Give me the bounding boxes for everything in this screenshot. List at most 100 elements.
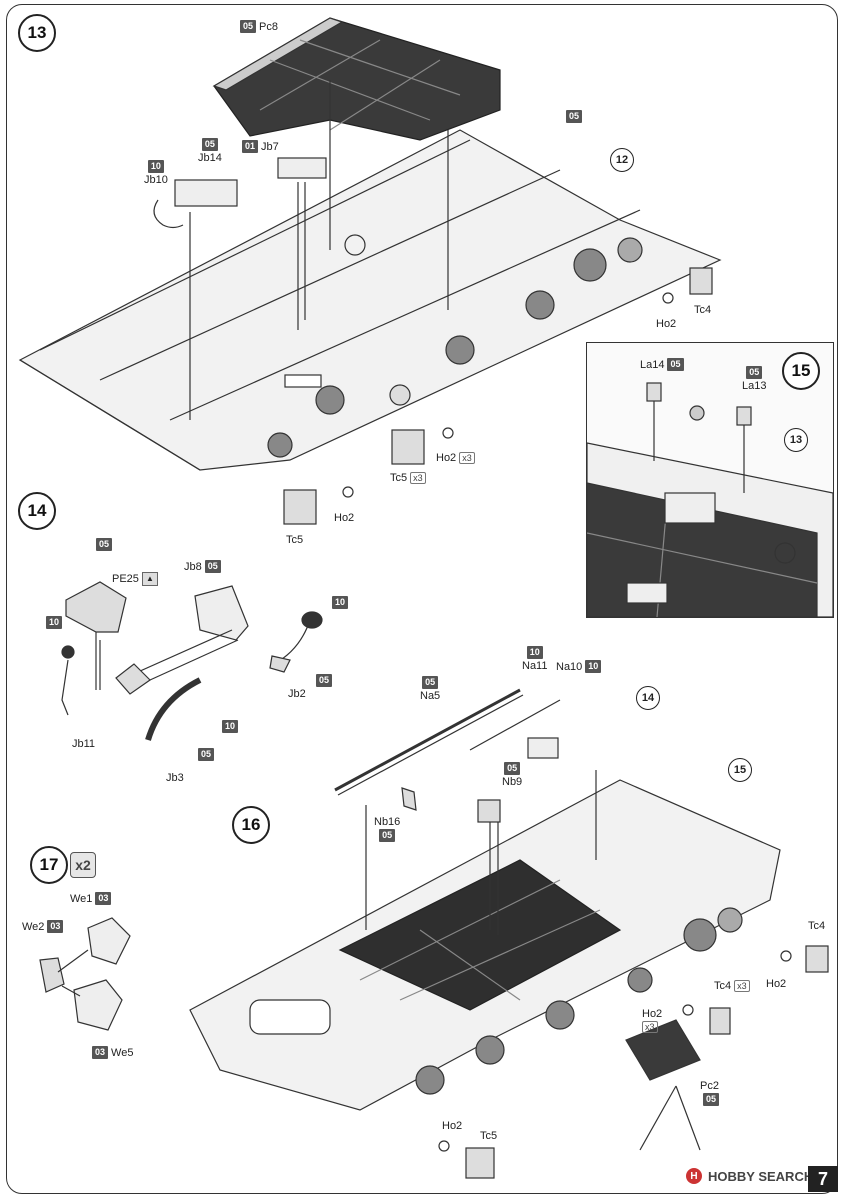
part-id: Na11 — [522, 660, 548, 672]
step-13-number: 13 — [18, 14, 56, 52]
part-code-badge: 05 — [379, 829, 396, 842]
photo-etch-icon: ▲ — [141, 572, 158, 586]
part-id: La14 — [640, 358, 665, 371]
quantity-badge: x3 — [410, 472, 426, 484]
step-17-multiplier: x2 — [70, 852, 96, 878]
part-code-badge: 05 — [96, 538, 113, 551]
part-label-ho2: Ho2 — [442, 1120, 463, 1132]
part-label-tc4: Tc4 x3 — [714, 980, 750, 992]
part-code-badge: 03 — [92, 1046, 109, 1059]
part-label-tc4: Tc4 — [694, 304, 712, 316]
part-code-badge: 05 — [746, 366, 763, 379]
part-label-jb7: 01 Jb7 — [242, 140, 279, 153]
part-label-step14-10: 10 — [222, 720, 239, 733]
part-code-badge: 05 — [316, 674, 333, 687]
part-code-badge: 10 — [332, 596, 349, 609]
part-code-badge: 10 — [585, 660, 602, 673]
part-code-badge: 10 — [147, 160, 164, 173]
part-code-badge: 03 — [95, 892, 112, 905]
part-code-badge: 05 — [198, 748, 215, 761]
page-number: 7 — [808, 1166, 838, 1192]
part-id: PE25 — [112, 573, 139, 585]
part-id: Pc2 — [700, 1080, 719, 1092]
part-id: Nb9 — [502, 776, 523, 788]
part-id: Jb7 — [261, 140, 279, 153]
part-id: Ho2 — [436, 452, 457, 464]
part-code-badge: 01 — [242, 140, 259, 153]
part-label-step13-05: 05 — [566, 110, 583, 123]
part-label-nb16: Nb16 05 — [374, 816, 400, 842]
part-id: Na5 — [420, 690, 441, 702]
part-code-badge: 03 — [47, 920, 64, 933]
part-label-jb2: 05 Jb2 — [288, 674, 333, 700]
part-code-badge: 05 — [702, 1093, 719, 1106]
ref-circle-15: 15 — [728, 758, 752, 782]
part-label-pc2: Pc2 05 — [700, 1080, 719, 1106]
ref-circle-13: 13 — [784, 428, 808, 452]
part-label-ho2: Ho2 — [656, 318, 677, 330]
part-label-jb8: Jb8 05 — [184, 560, 221, 573]
part-label-we2: We2 03 — [22, 920, 64, 933]
part-code-badge: 05 — [201, 138, 218, 151]
watermark: H HOBBY SEARCH — [686, 1168, 813, 1184]
pc8-plate-drawing — [212, 17, 501, 141]
part-label-ho2: Ho2 x3 — [642, 1008, 662, 1033]
part-label-tc5: Tc5 — [286, 534, 304, 546]
part-label-step14-10: 10 — [332, 596, 349, 609]
part-code-badge: 05 — [240, 20, 257, 33]
part-code-badge: 10 — [526, 646, 543, 659]
part-id: Tc4 — [714, 980, 732, 992]
step-17-number: 17 — [30, 846, 68, 884]
part-id: Tc5 — [390, 472, 408, 484]
step17-parts-drawing — [39, 917, 131, 1031]
part-label-tc5: Tc5 — [480, 1130, 498, 1142]
part-code-badge: 05 — [204, 560, 221, 573]
step14-parts-drawing — [61, 581, 323, 741]
part-code-badge: 05 — [566, 110, 583, 123]
part-label-pe25: PE25 ▲ — [112, 572, 158, 586]
part-label-step14-10: 10 — [46, 616, 63, 629]
part-code-badge: 10 — [46, 616, 63, 629]
step13-hull-drawing — [18, 129, 722, 471]
part-label-we1: We1 03 — [70, 892, 112, 905]
part-label-jb10: 10 Jb10 — [144, 160, 168, 186]
part-label-we5: 03 We5 — [92, 1046, 133, 1059]
part-id: Pc8 — [259, 20, 278, 33]
part-id: Jb8 — [184, 560, 202, 573]
part-code-badge: 05 — [667, 358, 684, 371]
part-label-na10: Na10 10 — [556, 660, 602, 673]
hobby-search-logo-icon: H — [686, 1168, 702, 1184]
part-id: We2 — [22, 920, 45, 933]
part-label-step14-05: 05 — [96, 538, 113, 551]
part-id: Na10 — [556, 660, 583, 673]
step16-hull-drawing — [189, 688, 829, 1179]
step-14-number: 14 — [18, 492, 56, 530]
step-15-number: 15 — [782, 352, 820, 390]
part-label-ho2: Ho2 — [766, 978, 787, 990]
part-label-ho2: Ho2 — [334, 512, 355, 524]
part-id: Jb2 — [288, 688, 306, 700]
part-label-la13: 05 La13 — [742, 366, 766, 392]
part-label-ho2: Ho2 x3 — [436, 452, 475, 464]
part-code-badge: 10 — [222, 720, 239, 733]
part-label-tc5: Tc5 x3 — [390, 472, 426, 484]
ref-circle-14: 14 — [636, 686, 660, 710]
part-id: La13 — [742, 380, 767, 392]
part-id: Ho2 — [642, 1008, 663, 1020]
part-label-na5: 05 Na5 — [420, 676, 440, 702]
part-label-la14: La14 05 — [640, 358, 684, 371]
ref-circle-12: 12 — [610, 148, 634, 172]
part-code-badge: 05 — [422, 676, 439, 689]
quantity-badge: x3 — [734, 980, 750, 992]
part-code-badge: 05 — [504, 762, 521, 775]
quantity-badge: x3 — [642, 1021, 658, 1033]
part-label-pc8: 05 Pc8 — [240, 20, 278, 33]
part-label-jb14: 05 Jb14 — [198, 138, 222, 164]
quantity-badge: x3 — [459, 452, 475, 464]
part-id: Jb14 — [198, 152, 222, 164]
step-16-number: 16 — [232, 806, 270, 844]
part-label-jb3: 05 — [166, 748, 215, 761]
part-label-na11: 10 Na11 — [522, 646, 547, 672]
part-id: We5 — [111, 1046, 134, 1059]
